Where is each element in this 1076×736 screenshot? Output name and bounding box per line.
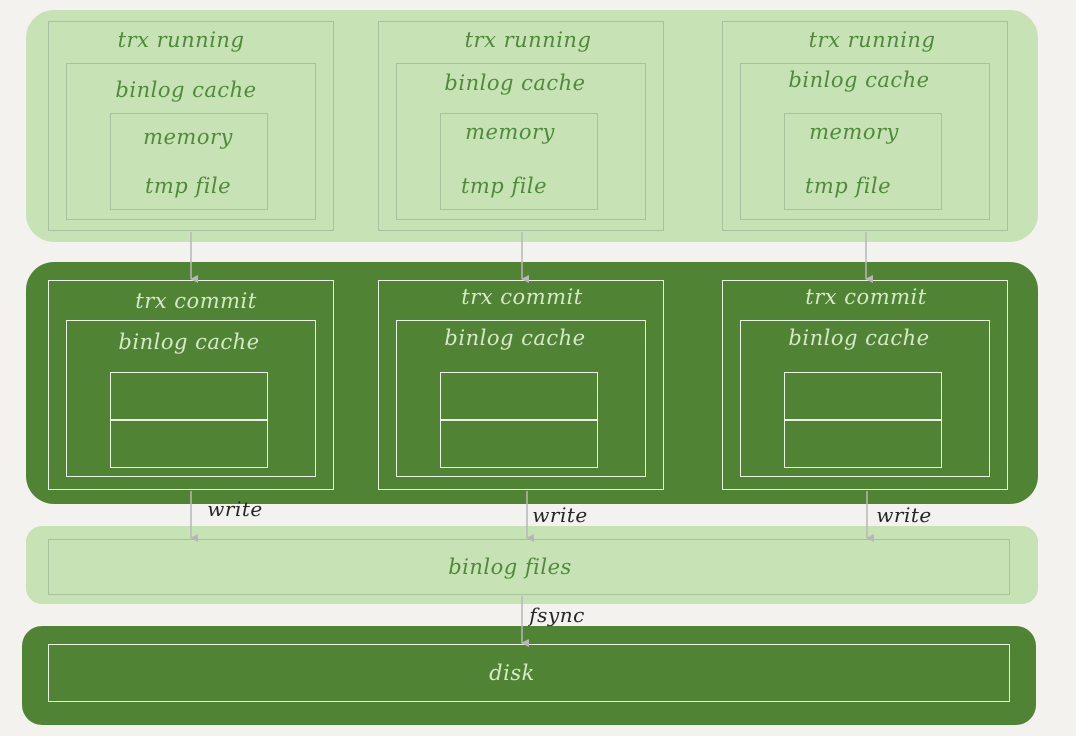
cache-buffer-divider bbox=[784, 419, 942, 421]
binlog-cache-box bbox=[66, 63, 316, 220]
binlog-cache-label: binlog cache bbox=[788, 326, 930, 350]
trx-running-label: trx running bbox=[464, 28, 592, 52]
memory-tmpfile-box bbox=[110, 113, 268, 210]
memory-label: memory bbox=[143, 125, 233, 149]
write-label: write bbox=[532, 503, 588, 527]
disk-band bbox=[22, 626, 1036, 725]
trx-running-box bbox=[378, 21, 664, 231]
memory-tmpfile-box bbox=[784, 113, 942, 210]
memory-tmpfile-box bbox=[440, 113, 598, 210]
trx-commit-label: trx commit bbox=[461, 285, 583, 309]
cache-buffer-divider bbox=[440, 419, 598, 421]
binlog-cache-label: binlog cache bbox=[444, 71, 586, 95]
binlog-cache-label: binlog cache bbox=[118, 330, 260, 354]
binlog-cache-box bbox=[740, 63, 990, 220]
trx-commit-label: trx commit bbox=[805, 285, 927, 309]
binlog-cache-label: binlog cache bbox=[444, 326, 586, 350]
write-label: write bbox=[207, 497, 263, 521]
binlog-cache-box bbox=[396, 320, 646, 477]
write-label: write bbox=[876, 503, 932, 527]
cache-buffer-divider bbox=[110, 419, 268, 421]
trx-commit-label: trx commit bbox=[135, 289, 257, 313]
binlog-cache-box bbox=[740, 320, 990, 477]
tmp-file-label: tmp file bbox=[460, 174, 548, 198]
tmp-file-label: tmp file bbox=[804, 174, 892, 198]
fsync-label: fsync bbox=[529, 603, 585, 627]
trx-running-box bbox=[48, 21, 334, 231]
binlog-cache-box bbox=[396, 63, 646, 220]
disk-box bbox=[48, 644, 1010, 702]
trx-commit-band bbox=[26, 262, 1038, 504]
memory-label: memory bbox=[465, 120, 555, 144]
binlog-cache-box bbox=[66, 320, 316, 477]
binlog-cache-label: binlog cache bbox=[115, 78, 257, 102]
tmp-file-label: tmp file bbox=[144, 174, 232, 198]
binlog-cache-label: binlog cache bbox=[788, 68, 930, 92]
trx-running-label: trx running bbox=[117, 28, 245, 52]
binlog-files-label: binlog files bbox=[448, 555, 572, 579]
trx-running-label: trx running bbox=[808, 28, 936, 52]
disk-label: disk bbox=[489, 661, 535, 685]
memory-label: memory bbox=[809, 120, 899, 144]
trx-running-box bbox=[722, 21, 1008, 231]
trx-running-band bbox=[26, 10, 1038, 242]
